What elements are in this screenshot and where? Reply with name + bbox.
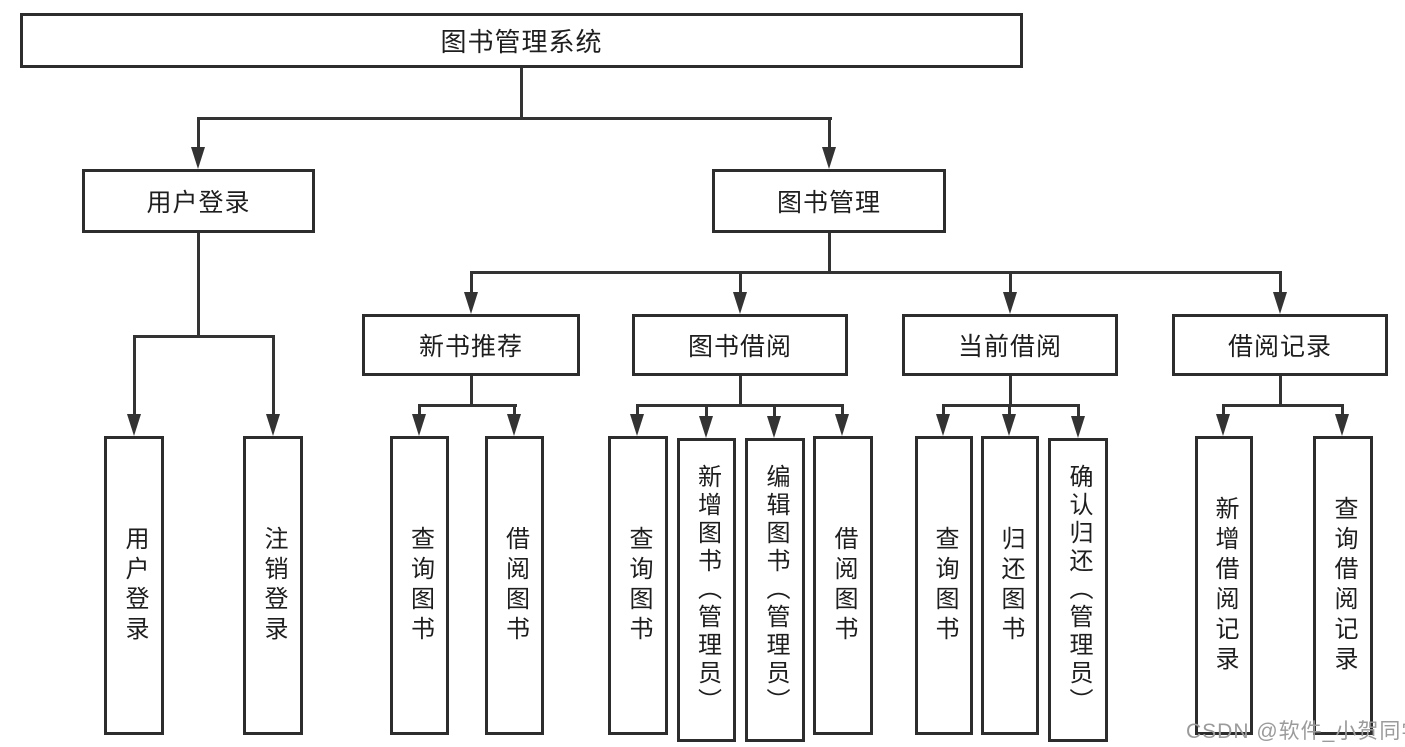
node-book-borrow: 图书借阅 [632,314,848,376]
arrowhead-leaf-logout [266,414,280,436]
arrowhead-records-query [1335,414,1349,436]
edge-drop-records-add [1222,404,1225,416]
edge-drop-current [1009,271,1012,294]
leaf-current-return: 归还图书 [981,436,1039,735]
edge-drop-user-login [197,117,200,149]
edge-drop-leaf-logout [272,335,275,416]
arrowhead-borrow-borrow [835,414,849,436]
arrowhead-borrow-edit [767,416,781,438]
edge-borrow-stem [739,374,742,406]
edge-level2-branch [197,117,832,120]
leaf-new-book-query: 查询图书 [390,436,449,735]
edge-drop-borrow-edit [773,404,776,416]
leaf-borrow-add-admin: 新增图书（管理员） [677,438,736,742]
edge-drop-borrow-add [705,404,708,416]
arrowhead-user-login [191,147,205,169]
edge-new-book-stem [470,374,473,406]
arrowhead-leaf-user-login [127,414,141,436]
node-current-borrow: 当前借阅 [902,314,1118,376]
edge-drop-new-book [470,271,473,294]
edge-drop-leaf-user-login [133,335,136,416]
edge-drop-records-query [1341,404,1344,416]
arrowhead-records [1273,292,1287,314]
leaf-current-query: 查询图书 [915,436,973,735]
arrowhead-new-book-query [412,414,426,436]
edge-records-branch [1222,404,1344,407]
leaf-records-query: 查询借阅记录 [1313,436,1373,735]
edge-drop-book-mgmt [828,117,831,149]
leaf-current-confirm-admin: 确认归还（管理员） [1048,438,1108,742]
node-user-login: 用户登录 [82,169,315,233]
leaf-borrow-borrow: 借阅图书 [813,436,873,735]
arrowhead-records-add [1216,414,1230,436]
leaf-new-book-borrow: 借阅图书 [485,436,544,735]
edge-drop-borrow-query [636,404,639,416]
edge-records-stem [1279,374,1282,406]
arrowhead-current-query [936,414,950,436]
edge-drop-borrow [739,271,742,294]
arrowhead-new-book-borrow [507,414,521,436]
arrowhead-new-book [464,292,478,314]
leaf-logout: 注销登录 [243,436,303,735]
edge-level3-branch [470,271,1282,274]
edge-drop-borrow-borrow [841,404,844,416]
edge-user-login-branch [133,335,275,338]
edge-book-mgmt-stem [828,231,831,274]
node-borrow-records: 借阅记录 [1172,314,1388,376]
edge-borrow-branch [636,404,844,407]
edge-current-stem [1009,374,1012,406]
leaf-borrow-edit-admin: 编辑图书（管理员） [745,438,805,742]
edge-current-branch [942,404,1080,407]
edge-drop-new-book-borrow [513,404,516,416]
edge-drop-current-confirm [1077,404,1080,416]
edge-root-stem [520,66,523,119]
leaf-borrow-query: 查询图书 [608,436,668,735]
edge-drop-records [1279,271,1282,294]
edge-drop-new-book-query [418,404,421,416]
edge-user-login-stem [197,231,200,338]
node-book-mgmt: 图书管理 [712,169,946,233]
node-new-book-rec: 新书推荐 [362,314,580,376]
leaf-records-add: 新增借阅记录 [1195,436,1253,735]
edge-drop-current-query [942,404,945,416]
arrowhead-current [1003,292,1017,314]
edge-new-book-branch [418,404,517,407]
arrowhead-borrow-query [630,414,644,436]
arrowhead-borrow [733,292,747,314]
csdn-watermark: CSDN @软件_小贺同学 [1186,720,1405,743]
node-root-system: 图书管理系统 [20,13,1023,68]
arrowhead-book-mgmt [822,147,836,169]
arrowhead-current-confirm [1071,416,1085,438]
arrowhead-current-return [1002,414,1016,436]
leaf-user-login: 用户登录 [104,436,164,735]
arrowhead-borrow-add [699,416,713,438]
edge-drop-current-return [1008,404,1011,416]
